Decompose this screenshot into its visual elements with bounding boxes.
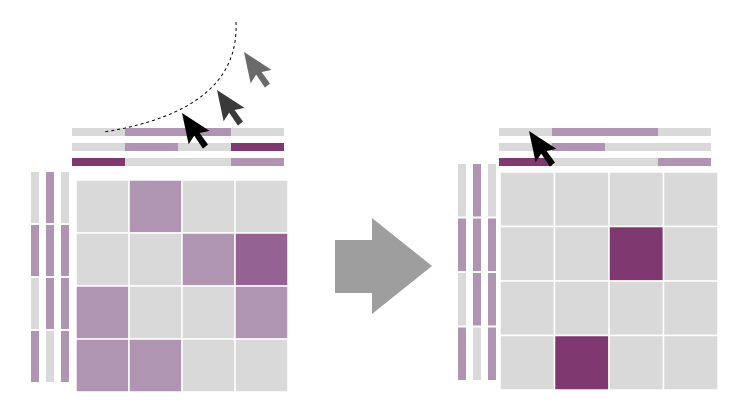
matrix-cell: [75, 285, 130, 340]
column-bar-segment: [178, 158, 231, 166]
row-bar-segment: [458, 218, 466, 271]
row-bar-segment: [473, 218, 481, 271]
matrix-cell: [608, 280, 665, 337]
matrix-cell: [553, 171, 610, 228]
matrix-cell: [608, 225, 665, 282]
column-bar-segment: [125, 143, 178, 151]
column-bar-segment: [552, 128, 605, 136]
column-bar-segment: [552, 143, 605, 151]
row-bar-segment: [61, 172, 69, 223]
row-bar-segment: [488, 218, 496, 271]
matrix-cell: [181, 338, 236, 393]
right-arrow-icon: [335, 218, 432, 314]
mouse-pointer-icon: [182, 113, 210, 149]
column-bar-segment: [499, 128, 552, 136]
matrix-cell: [234, 232, 289, 287]
row-bar-segment: [46, 225, 54, 276]
row-bar-segment: [61, 225, 69, 276]
row-bar-segment: [31, 172, 39, 223]
column-bar-segment: [552, 158, 605, 166]
column-bar-segment: [658, 158, 711, 166]
matrix-cell: [234, 285, 289, 340]
row-bar-segment: [458, 327, 466, 380]
column-bar-segment: [605, 158, 658, 166]
row-bar-segment: [473, 164, 481, 217]
matrix-cell: [662, 171, 719, 228]
column-bar-segment: [72, 158, 125, 166]
matrix-cell: [499, 334, 556, 391]
matrix-cell: [499, 171, 556, 228]
row-bar-segment: [31, 225, 39, 276]
row-bar-segment: [458, 273, 466, 326]
matrix-cell: [234, 338, 289, 393]
column-bar-segment: [178, 128, 231, 136]
column-bar-segment: [658, 128, 711, 136]
matrix-cell: [128, 338, 183, 393]
row-bar-segment: [46, 172, 54, 223]
matrix-cell: [553, 334, 610, 391]
mouse-pointer-icon: [244, 52, 272, 88]
row-bar-segment: [61, 278, 69, 329]
column-bar-segment: [72, 143, 125, 151]
matrix-cell: [608, 334, 665, 391]
matrix-cell: [75, 232, 130, 287]
column-bar-segment: [231, 143, 284, 151]
matrix-cell: [75, 338, 130, 393]
row-bar-segment: [61, 331, 69, 382]
column-bar-segment: [605, 128, 658, 136]
column-bar-segment: [658, 143, 711, 151]
row-bar-segment: [473, 327, 481, 380]
row-bar-segment: [473, 273, 481, 326]
mouse-pointer-icon: [217, 90, 245, 126]
matrix-cell: [608, 171, 665, 228]
row-bar-segment: [31, 278, 39, 329]
column-bar-segment: [499, 158, 552, 166]
row-bar-segment: [46, 278, 54, 329]
matrix-cell: [128, 232, 183, 287]
column-bar-segment: [125, 158, 178, 166]
column-bar-segment: [125, 128, 178, 136]
matrix-cell: [662, 280, 719, 337]
matrix-cell: [181, 179, 236, 234]
drag-trail: [103, 21, 237, 133]
matrix-cell: [181, 285, 236, 340]
matrix-cell: [128, 179, 183, 234]
matrix-cell: [234, 179, 289, 234]
row-bar-segment: [31, 331, 39, 382]
row-bar-segment: [488, 164, 496, 217]
matrix-cell: [181, 232, 236, 287]
matrix-cell: [662, 225, 719, 282]
column-bar-segment: [605, 143, 658, 151]
matrix-cell: [553, 225, 610, 282]
transition-arrow: [335, 218, 432, 314]
mouse-pointer-icon: [529, 131, 557, 167]
row-bar-segment: [46, 331, 54, 382]
column-bar-segment: [499, 143, 552, 151]
matrix-cell: [553, 280, 610, 337]
matrix-cell: [499, 280, 556, 337]
before-panel: [31, 21, 289, 393]
matrix-cell: [662, 334, 719, 391]
matrix-cell: [75, 179, 130, 234]
row-bar-segment: [458, 164, 466, 217]
column-bar-segment: [72, 128, 125, 136]
matrix-cell: [128, 285, 183, 340]
after-panel: [458, 128, 719, 391]
column-bar-segment: [231, 158, 284, 166]
matrix-cell: [499, 225, 556, 282]
column-bar-segment: [231, 128, 284, 136]
row-bar-segment: [488, 273, 496, 326]
row-bar-segment: [488, 327, 496, 380]
